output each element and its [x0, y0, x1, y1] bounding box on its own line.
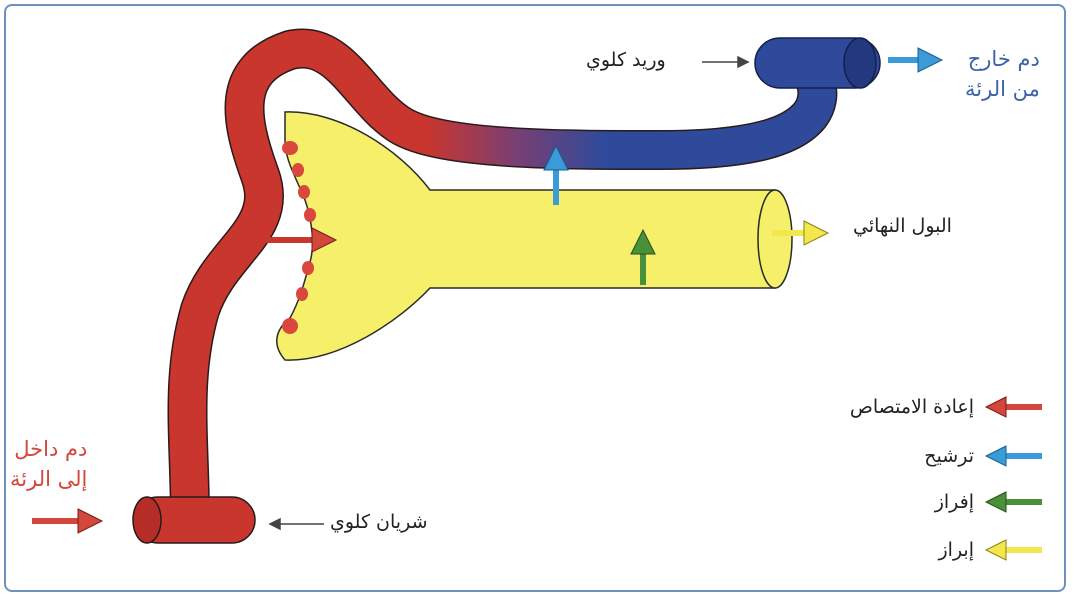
- final-urine-label: البول النهائي: [853, 215, 952, 237]
- legend-label: إفراز: [935, 491, 974, 513]
- blood-in-line1: دم داخل: [10, 434, 87, 464]
- legend-item-reabsorption: إعادة الامتصاص: [850, 396, 1044, 418]
- blood-out-line1: دم خارج: [965, 44, 1040, 74]
- blood-out-label: دم خارج من الرئة: [965, 44, 1040, 104]
- legend-item-secretion: إفراز: [935, 491, 1044, 513]
- legend-green-arrow-icon: [984, 491, 1044, 513]
- renal-vein-cap: [755, 38, 880, 88]
- renal-vein-label: وريد كلوي: [586, 49, 666, 71]
- legend-label: ترشيح: [924, 445, 974, 467]
- renal-artery-label: شريان كلوي: [330, 511, 428, 533]
- artery-pointer: [270, 519, 324, 529]
- legend-yellow-arrow-icon: [984, 539, 1044, 561]
- blood-out-arrow: [888, 48, 942, 72]
- legend-label: إبراز: [938, 539, 974, 561]
- blood-out-line2: من الرئة: [965, 74, 1040, 104]
- blood-in-arrow: [32, 509, 102, 533]
- legend-blue-arrow-icon: [984, 445, 1044, 467]
- vein-pointer: [702, 57, 748, 67]
- legend-label: إعادة الامتصاص: [850, 396, 974, 418]
- blood-in-line2: إلى الرئة: [10, 464, 87, 494]
- renal-artery-cap: [133, 497, 255, 543]
- blood-in-label: دم داخل إلى الرئة: [10, 434, 87, 494]
- legend-red-arrow-icon: [984, 396, 1044, 418]
- legend-item-excretion: إبراز: [938, 539, 1044, 561]
- legend-item-filtration: ترشيح: [924, 445, 1044, 467]
